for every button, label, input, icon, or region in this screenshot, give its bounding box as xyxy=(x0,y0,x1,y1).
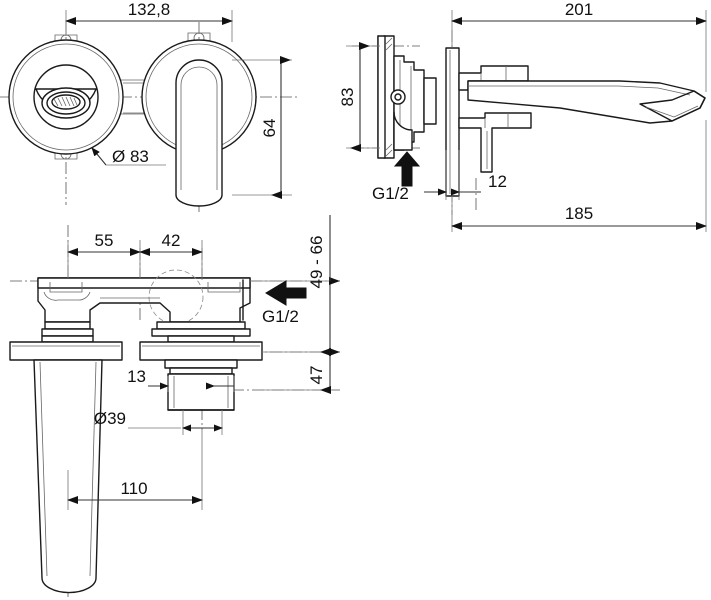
body-right-recess xyxy=(207,282,241,293)
dim-d39-label: Ø39 xyxy=(94,409,126,428)
spout-upper-inner-line xyxy=(468,85,691,96)
body-left-curve xyxy=(43,291,91,301)
callout-g12-side-label: G1/2 xyxy=(372,184,409,203)
nipple-ring xyxy=(169,367,233,375)
right-sleeve-ring-3 xyxy=(167,335,235,343)
threaded-nipple xyxy=(167,373,235,411)
right-lever-inner-line xyxy=(180,66,218,190)
dim-13-label: 13 xyxy=(127,367,146,386)
spout-tip-aerator xyxy=(639,90,706,122)
dim-83-label: 83 xyxy=(338,88,357,107)
right-outlet-assembly xyxy=(139,321,263,411)
dim-132-8-label: 132,8 xyxy=(128,0,171,19)
dim-49-66-label: 49 - 66 xyxy=(307,236,326,289)
left-escutcheon-inner-ring xyxy=(12,43,120,151)
side-elevation-view: 201 83 12 185 G1/2 xyxy=(338,0,707,232)
callout-d83-label: Ø 83 xyxy=(112,147,149,166)
side-screw-boss xyxy=(390,89,406,105)
body-neck xyxy=(423,77,437,125)
concealed-body-assembly xyxy=(377,35,437,159)
right-sleeve-ring-1 xyxy=(156,321,246,330)
left-handle-hatching xyxy=(53,96,78,107)
dim-42-label: 42 xyxy=(162,231,181,250)
dim-47: 47 xyxy=(262,348,340,394)
left-sleeve-ring-3 xyxy=(41,335,94,343)
body-left-recess xyxy=(49,282,83,293)
left-handle-cap-inner xyxy=(51,94,81,110)
bracket-hatching xyxy=(385,37,393,157)
dim-64: 64 xyxy=(232,56,292,199)
dim-201: 201 xyxy=(451,0,707,92)
g12-side-arrow-icon xyxy=(393,151,421,187)
right-sleeve-ring-2 xyxy=(151,328,251,337)
lever-handle-side xyxy=(458,112,532,173)
left-sleeve-ring-1 xyxy=(44,321,91,330)
dim-185: 185 xyxy=(451,120,707,232)
g12-plan-arrow-icon xyxy=(265,280,307,306)
callout-d83: Ø 83 xyxy=(91,147,166,166)
dim-42: 42 xyxy=(139,231,203,280)
right-lever-handle xyxy=(175,59,223,207)
spout-tube-inner-right xyxy=(89,361,97,577)
dim-13: 13 xyxy=(127,367,235,392)
dim-64-label: 64 xyxy=(260,119,279,138)
dim-47-label: 47 xyxy=(307,366,326,385)
side-screw-hole xyxy=(394,93,402,101)
wall-mounting-plate xyxy=(445,47,460,197)
spout-tube-inner-left xyxy=(39,361,48,577)
rough-in-body-view: 55 42 13 Ø39 110 xyxy=(9,215,340,600)
dim-110-label: 110 xyxy=(120,479,147,498)
dim-110: 110 xyxy=(67,430,203,510)
dim-83: 83 xyxy=(338,42,380,152)
nipple-collar xyxy=(164,359,238,369)
front-elevation-view: 132,8 64 Ø 83 xyxy=(0,0,300,212)
rear-flange xyxy=(377,35,386,159)
lower-body-curve xyxy=(393,111,413,151)
left-flange xyxy=(9,341,123,361)
dim-12-label: 12 xyxy=(488,172,507,191)
callout-g12-plan-label: G1/2 xyxy=(262,307,299,326)
body-main-outline xyxy=(37,277,251,323)
dim-55-label: 55 xyxy=(95,231,114,250)
dim-185-label: 185 xyxy=(565,204,593,223)
dim-d39: Ø39 xyxy=(94,409,223,435)
dim-55: 55 xyxy=(67,231,141,278)
dim-201-label: 201 xyxy=(565,0,593,19)
dim-12: 12 xyxy=(424,150,507,200)
body-top-rail xyxy=(37,277,251,289)
aerator-edge-line xyxy=(645,105,699,118)
callout-g12-side: G1/2 xyxy=(372,151,421,203)
spout-assembly xyxy=(458,65,706,173)
right-flange xyxy=(139,341,263,361)
dim-132-8: 132,8 xyxy=(65,0,233,42)
left-sleeve-ring-2 xyxy=(41,328,94,337)
callout-g12-plan: G1/2 xyxy=(262,280,307,326)
